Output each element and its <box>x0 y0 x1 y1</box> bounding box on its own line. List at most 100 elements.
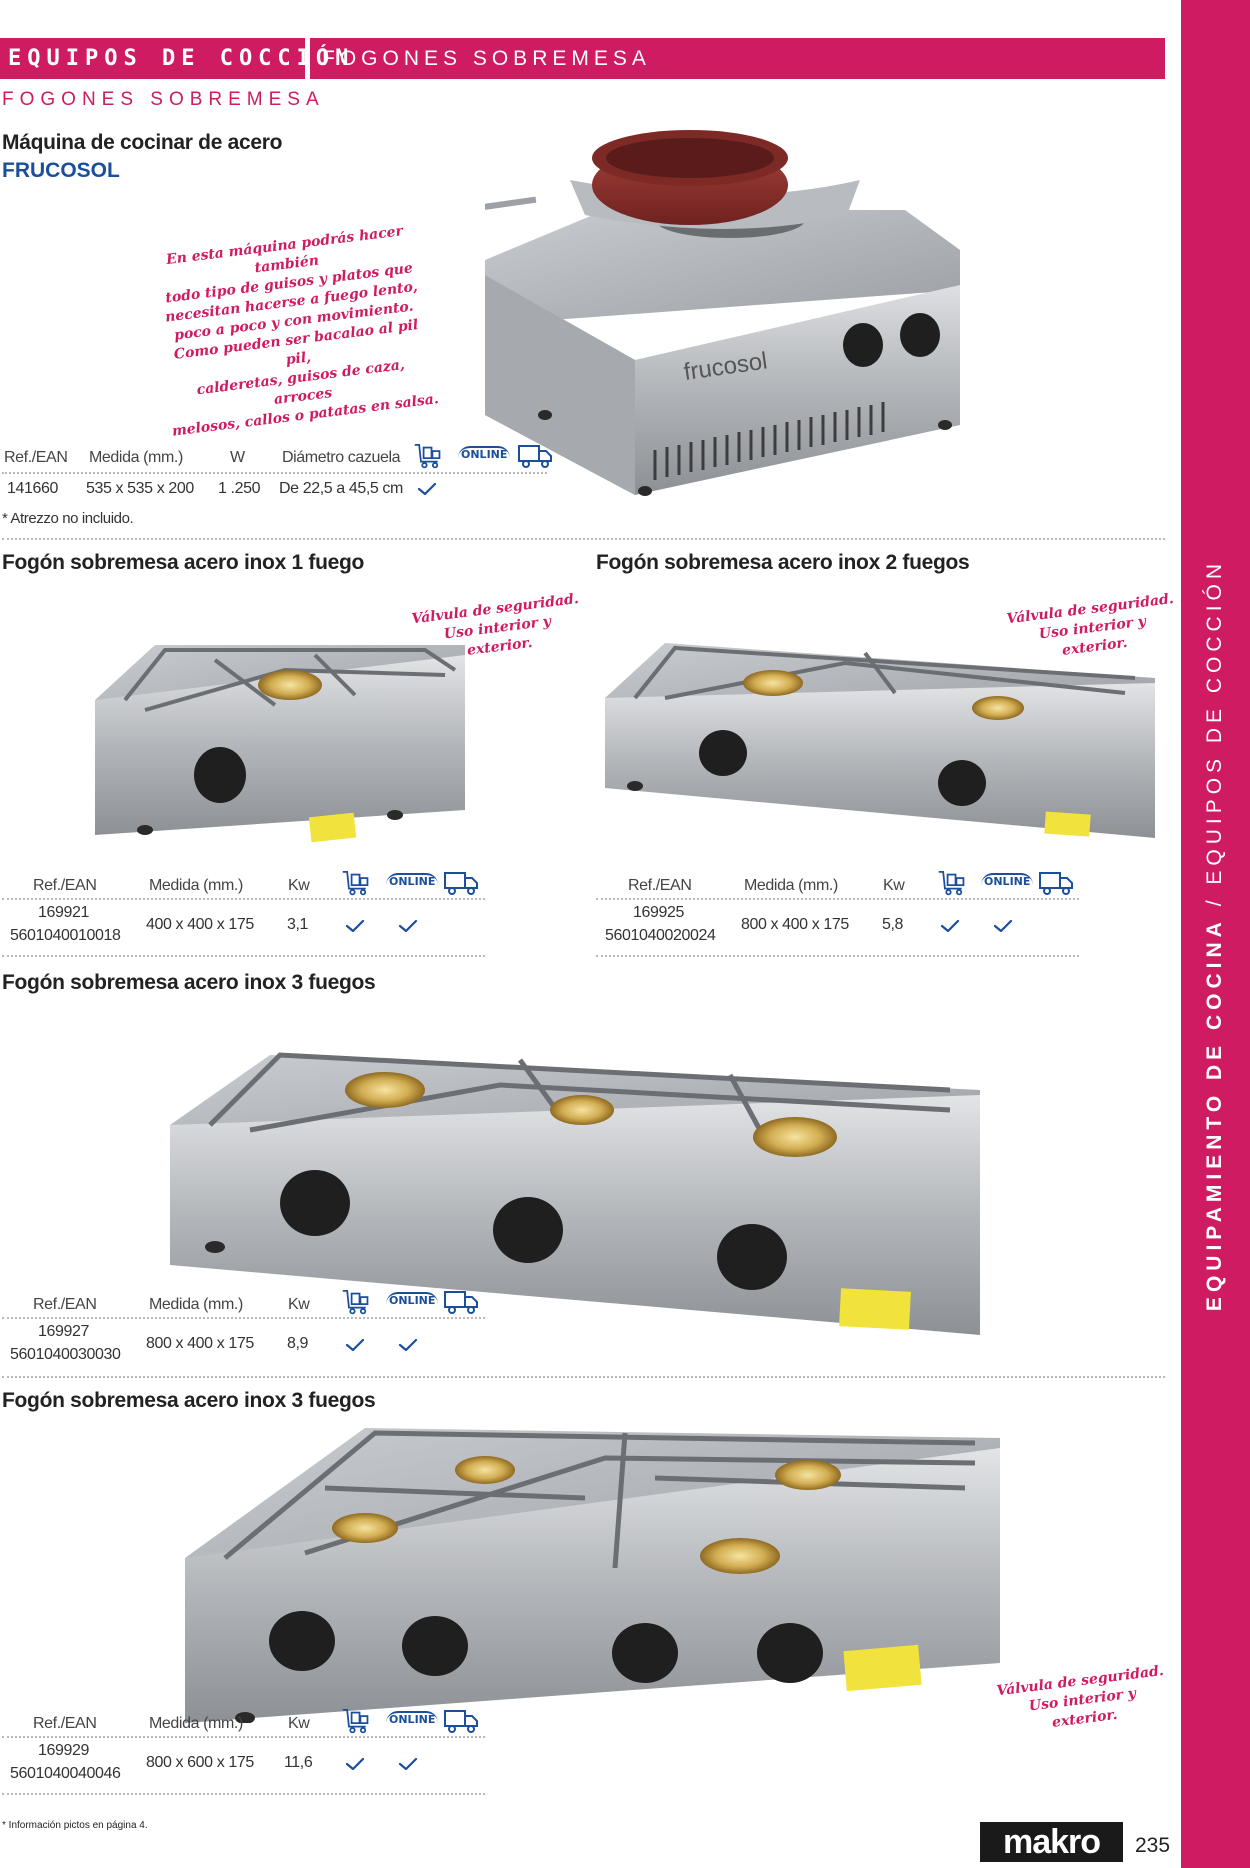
product-size: 800 x 400 x 175 <box>741 916 849 933</box>
safety-callout: Válvula de seguridad. Uso interior y ext… <box>992 1662 1173 1740</box>
side-band-text: EQUIPAMIENTO DE COCINA / EQUIPOS DE COCC… <box>1203 559 1227 1311</box>
ref-number: 141660 <box>7 480 58 497</box>
col-header-power: Kw <box>288 1715 310 1732</box>
product-title: Máquina de cocinar de acero <box>2 131 283 154</box>
burner-4-image <box>185 1428 1000 1723</box>
side-band <box>1181 0 1250 1868</box>
section-divider <box>2 1376 1165 1378</box>
product-brand: FRUCOSOL <box>2 159 120 182</box>
check-icon <box>993 920 1013 932</box>
delivery-truck-icon <box>443 1708 479 1734</box>
online-label: ONLINE <box>386 873 439 888</box>
check-icon <box>398 1758 418 1770</box>
online-icon: ONLINE <box>981 873 1034 888</box>
product-size: 535 x 535 x 200 <box>86 480 194 497</box>
col-header-power: Kw <box>288 877 310 894</box>
col-header-ref: Ref./EAN <box>628 877 692 894</box>
side-band-rest: / EQUIPOS DE COCCIÓN <box>1203 558 1226 918</box>
side-band-strong: EQUIPAMIENTO DE COCINA <box>1203 917 1226 1312</box>
product-size: 800 x 400 x 175 <box>146 1335 254 1352</box>
col-header-size: Medida (mm.) <box>149 1296 243 1313</box>
product-power: 8,9 <box>287 1335 309 1352</box>
product-power: 5,8 <box>882 916 904 933</box>
table-divider <box>2 898 485 900</box>
product-size: 800 x 600 x 175 <box>146 1754 254 1771</box>
header-bar <box>0 38 1165 79</box>
cash-carry-icon <box>341 1707 371 1734</box>
table-divider <box>596 898 1079 900</box>
check-icon <box>345 1758 365 1770</box>
pan-diameter: De 22,5 a 45,5 cm <box>279 480 403 497</box>
ref-number: 169927 <box>38 1323 89 1340</box>
ean-code: 5601040040046 <box>10 1765 121 1782</box>
product-description: En esta máquina podrás hacer también tod… <box>149 220 440 441</box>
online-icon: ONLINE <box>386 873 439 888</box>
col-header-diameter: Diámetro cazuela <box>282 449 401 466</box>
header-subsection: FOGONES SOBREMESA <box>322 47 651 70</box>
category-title: FOGONES SOBREMESA <box>2 89 325 110</box>
frucosol-machine-image: frucosol <box>485 130 960 496</box>
page-number: 235 <box>1135 1834 1171 1857</box>
product-size: 400 x 400 x 175 <box>146 916 254 933</box>
col-header-size: Medida (mm.) <box>744 877 838 894</box>
burner-3-image <box>170 1052 980 1335</box>
cash-carry-icon <box>341 1288 371 1315</box>
cash-carry-icon <box>341 869 371 896</box>
col-header-size: Medida (mm.) <box>89 449 183 466</box>
col-header-power: Kw <box>288 1296 310 1313</box>
ref-number: 169929 <box>38 1742 89 1759</box>
online-label: ONLINE <box>386 1292 439 1307</box>
ref-number: 169925 <box>633 904 684 921</box>
check-icon <box>417 483 437 495</box>
product-title: Fogón sobremesa acero inox 2 fuegos <box>596 551 970 574</box>
product-power: 3,1 <box>287 916 309 933</box>
footer-note: * Información pictos en página 4. <box>2 1820 148 1831</box>
online-label: ONLINE <box>386 1711 439 1726</box>
online-label: ONLINE <box>981 873 1034 888</box>
check-icon <box>345 920 365 932</box>
ean-code: 5601040020024 <box>605 927 716 944</box>
burner-2-image <box>605 643 1155 838</box>
col-header-size: Medida (mm.) <box>149 877 243 894</box>
delivery-truck-icon <box>443 1289 479 1315</box>
table-divider <box>2 1736 485 1738</box>
check-icon <box>940 920 960 932</box>
ref-number: 169921 <box>38 904 89 921</box>
product-title: Fogón sobremesa acero inox 3 fuegos <box>2 1389 376 1412</box>
product-power: 1 .250 <box>218 480 261 497</box>
cash-carry-icon <box>937 869 967 896</box>
check-icon <box>398 1339 418 1351</box>
table-divider <box>596 955 1079 957</box>
ean-code: 5601040030030 <box>10 1346 121 1363</box>
col-header-ref: Ref./EAN <box>33 1715 97 1732</box>
online-icon: ONLINE <box>458 446 511 461</box>
product-title: Fogón sobremesa acero inox 1 fuego <box>2 551 365 574</box>
burner-1-image <box>95 645 465 843</box>
product-power: 11,6 <box>284 1754 313 1771</box>
col-header-size: Medida (mm.) <box>149 1715 243 1732</box>
check-icon <box>345 1339 365 1351</box>
table-divider <box>2 955 485 957</box>
product-title: Fogón sobremesa acero inox 3 fuegos <box>2 971 376 994</box>
online-icon: ONLINE <box>386 1292 439 1307</box>
makro-logo: makro <box>980 1822 1123 1862</box>
table-divider <box>2 472 547 474</box>
check-icon <box>398 920 418 932</box>
section-divider <box>2 538 1165 540</box>
delivery-truck-icon <box>1038 870 1074 896</box>
table-divider <box>2 1793 485 1795</box>
col-header-ref: Ref./EAN <box>33 877 97 894</box>
col-header-ref: Ref./EAN <box>4 449 68 466</box>
col-header-power: W <box>230 449 245 466</box>
online-label: ONLINE <box>458 446 511 461</box>
header-section: EQUIPOS DE COCCIÓN <box>8 46 355 71</box>
col-header-power: Kw <box>883 877 905 894</box>
delivery-truck-icon <box>443 870 479 896</box>
table-divider <box>2 1317 485 1319</box>
cash-carry-icon <box>413 442 443 469</box>
product-note: * Atrezzo no incluido. <box>2 510 134 527</box>
ean-code: 5601040010018 <box>10 927 121 944</box>
col-header-ref: Ref./EAN <box>33 1296 97 1313</box>
header-divider <box>305 38 310 79</box>
delivery-truck-icon <box>517 443 553 469</box>
